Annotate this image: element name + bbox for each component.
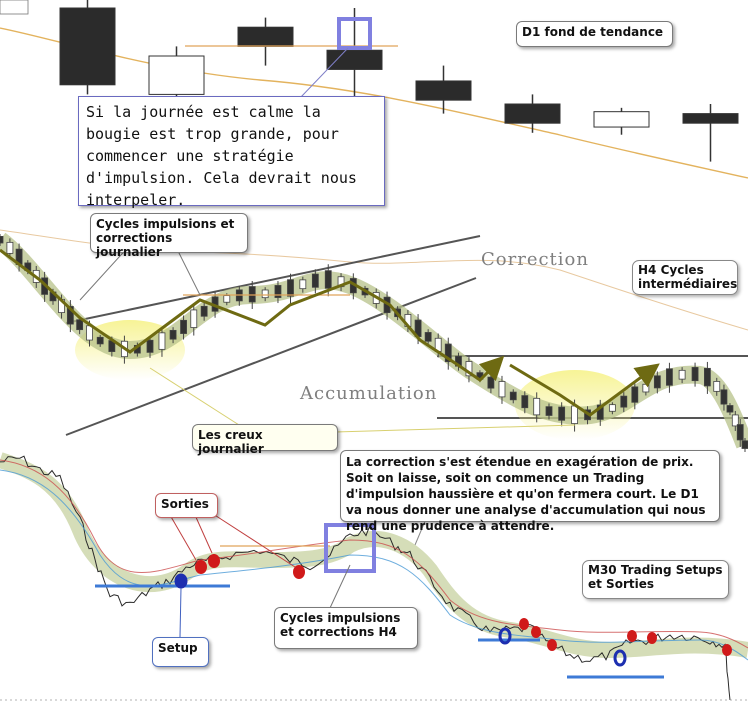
h4-candle [521,395,529,409]
cycles-pointer-1 [79,244,131,301]
h4-candle [146,339,154,353]
h4-candle [0,235,4,244]
h4-candle [169,329,177,340]
h4-candle [299,279,307,290]
h4-candle [678,369,686,380]
h4-candle [311,273,319,288]
h4-candle [596,404,604,420]
m30-cycle-band [0,452,748,659]
h4-candle [741,440,748,449]
d1-candle [59,7,116,86]
sorties-pointer-2 [194,514,213,554]
h4-candle [620,395,628,408]
m30-price-line [0,455,731,701]
h4-candle [223,295,231,303]
h4-channel-lower [65,277,477,436]
d1-candle [326,49,383,70]
d1-panel [0,0,748,179]
h4-candle [642,383,650,393]
h4-candle [200,305,208,317]
sorties-pointer-3 [209,511,296,568]
d1-candle [148,55,205,95]
h4-candle [545,406,553,416]
cycles-pointer-2 [174,244,201,296]
sorties-label: Sorties [155,493,218,518]
m30-exit-markers [195,554,732,656]
h4-candle [666,368,673,386]
d1-label: D1 fond de tendance [516,21,673,47]
sorties-pointer-1 [169,514,197,561]
h4-candle [608,404,616,412]
h4-candle [274,285,282,298]
h4-candle [190,309,198,328]
h4-candle [498,381,506,398]
d1-note-pointer [299,47,349,99]
h4-candle [76,319,84,331]
d1-candle [415,80,472,101]
d1-highlight-box [337,17,372,50]
h4-candle [533,397,541,416]
d1-candles [59,0,739,162]
setup-label: Setup [152,637,209,667]
h4-channel-upper [65,235,481,324]
m30-highlight-box [324,523,376,573]
h4-candle [691,367,699,382]
m30-setup-markers [174,573,627,667]
h4-candle [261,289,269,299]
h4-panel [0,229,748,546]
h4-impulse-arrows-2 [509,363,660,417]
h4-candle [424,332,432,342]
h4-candle [66,306,74,325]
h4-candle [558,406,566,421]
h4-impulse-arrows [0,248,505,382]
cycles-daily-label: Cycles impulsions et corrections journal… [90,213,248,259]
d1-candle [504,103,561,124]
h4-candle [324,270,332,289]
m30-ma-blue [0,469,748,661]
correction-label: Correction [481,249,589,270]
d1-candle [682,113,739,124]
h4-candle [180,319,187,334]
creux-label: Les creux journalier [192,424,338,456]
cycles-h4-label: Cycles impulsions et corrections H4 [274,607,418,649]
d1-candle [593,111,650,128]
accumulation-label: Accumulation [300,383,438,404]
h4-candle [736,424,744,441]
h4-candle [96,336,104,345]
creux-pointer-1 [149,367,251,433]
h4-candle [571,405,578,424]
setup-pointer [179,587,182,638]
h4-candle [487,376,495,389]
h4-candle [720,389,728,405]
cycles-h4-pointer [329,564,351,609]
d1-note: Si la journée est calme la bougie est tr… [78,96,385,209]
h4-candle [248,286,256,303]
h4-candle [704,367,711,387]
h4-candle [631,386,639,403]
h4-candle [6,241,14,254]
h4-candle [158,332,166,350]
correction-note: La correction s'est étendue en exagérati… [340,450,720,533]
h4-candle [726,405,734,413]
h4-candle [713,381,721,392]
h4-label: H4 Cycles intermédiaires [632,260,738,295]
creux-pointer-2 [334,424,576,433]
corner-fragment [0,0,29,15]
m30-panel [0,452,748,701]
d1-candle [237,26,294,47]
h4-candle [86,325,93,341]
h4-candle [731,414,739,427]
h4-candle [509,391,517,401]
h4-candle [653,375,661,389]
m30-label: M30 Trading Setups et Sorties [582,560,729,599]
h4-candle [444,343,452,363]
m30-ma-red [0,459,748,649]
h4-candle [287,279,294,297]
